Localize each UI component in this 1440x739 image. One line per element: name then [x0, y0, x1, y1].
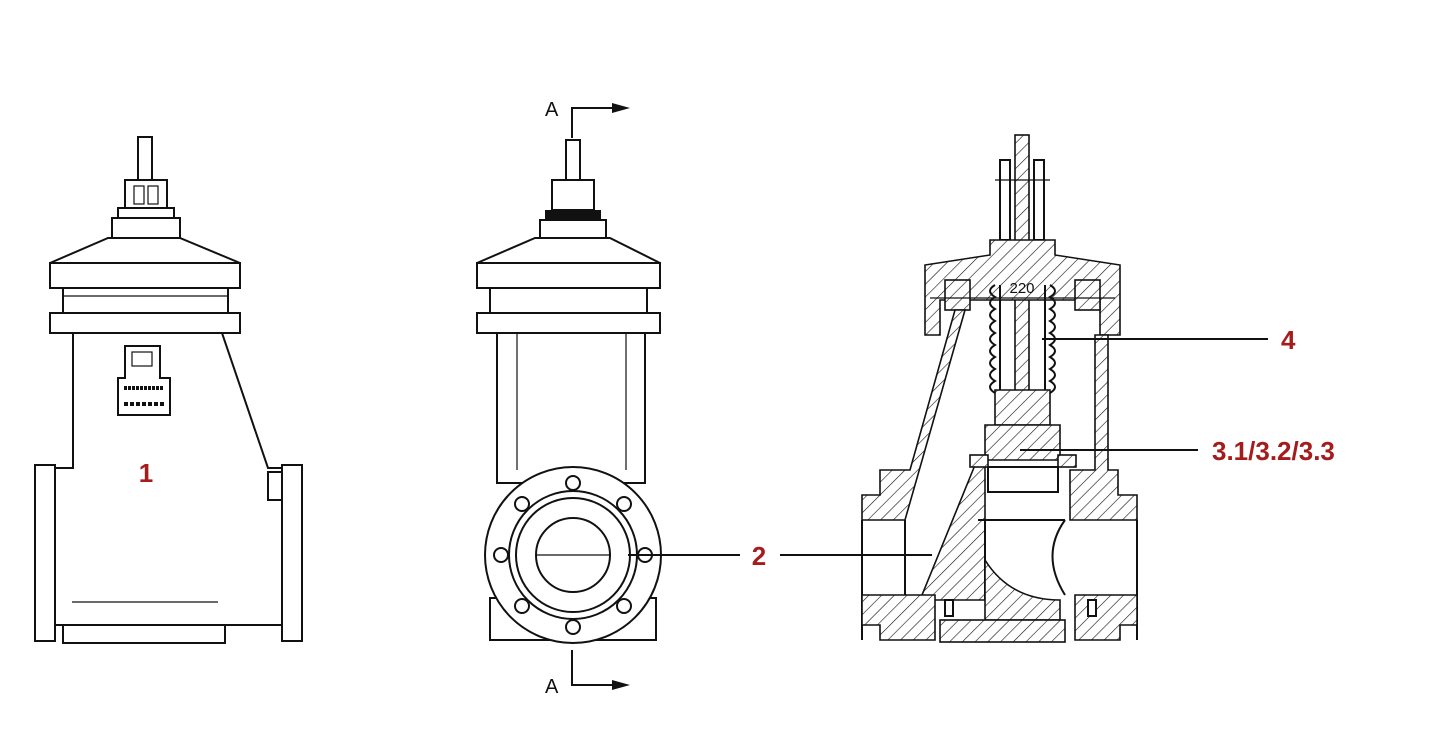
section-arrow-bottom-icon	[612, 680, 630, 690]
nameplate	[117, 345, 171, 416]
section-mark-top: A	[545, 99, 559, 121]
dimension-label: 220	[1009, 280, 1034, 297]
front-view: 1	[34, 136, 303, 644]
callout-1: 1	[139, 458, 153, 488]
section-view: 220	[861, 134, 1138, 643]
callout-3: 3.1/3.2/3.3	[1212, 436, 1335, 466]
section-mark-bottom: A	[545, 676, 559, 698]
side-view: A A	[476, 99, 662, 698]
section-arrow-top-icon	[612, 103, 630, 113]
callout-4: 4	[1281, 325, 1296, 355]
callout-2: 2	[752, 541, 766, 571]
